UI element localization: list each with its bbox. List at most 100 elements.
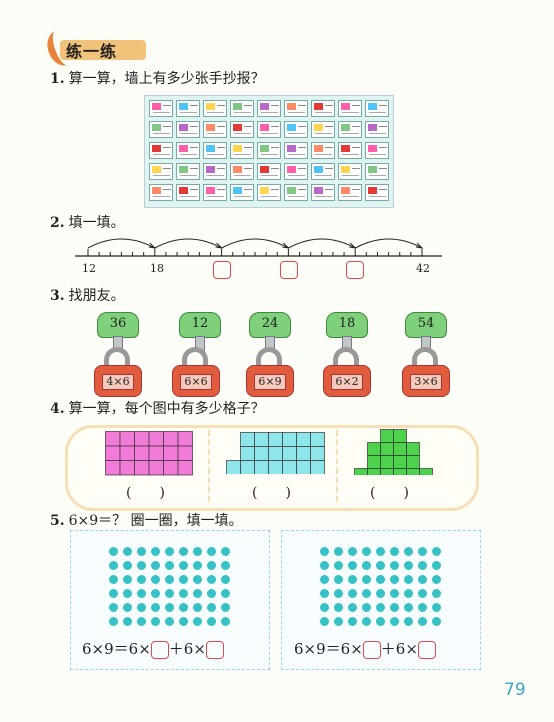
poster (203, 142, 227, 159)
dot (320, 617, 329, 626)
grid-cell (254, 460, 269, 474)
answer-paren[interactable]: ( ) (126, 485, 165, 501)
grid-cell (380, 468, 394, 475)
dot (432, 547, 441, 556)
grid-cell (148, 431, 164, 447)
dot (193, 547, 202, 556)
number-label-18: 18 (150, 262, 164, 275)
section-title: 练一练 (42, 26, 148, 70)
answer-box[interactable] (362, 641, 381, 659)
dot (334, 603, 343, 612)
divider (336, 430, 338, 502)
poster (230, 121, 254, 138)
dot (137, 561, 146, 570)
dot (165, 561, 174, 570)
question-1: 1.算一算，墙上有多少张手抄报？ (50, 68, 265, 88)
dot (362, 547, 371, 556)
poster (149, 184, 173, 201)
dot (376, 589, 385, 598)
grid-cell (134, 460, 150, 476)
grid-cell (240, 432, 255, 447)
grid-cell (406, 455, 420, 469)
dot (348, 575, 357, 584)
dot (151, 547, 160, 556)
dot (123, 547, 132, 556)
poster-wall (144, 95, 394, 208)
poster (311, 163, 335, 180)
grid-cell (282, 432, 297, 447)
page-number: 79 (504, 680, 526, 700)
question-2: 2.填一填。 (50, 212, 125, 232)
dot (137, 575, 146, 584)
dot (348, 547, 357, 556)
dot (334, 617, 343, 626)
grid-cell (268, 432, 283, 447)
key-value: 12 (191, 316, 209, 331)
dot (418, 561, 427, 570)
poster (338, 100, 362, 117)
answer-box[interactable] (205, 641, 224, 659)
poster (176, 163, 200, 180)
grid-cell (119, 445, 135, 461)
dot (432, 575, 441, 584)
poster (149, 142, 173, 159)
dot (404, 617, 413, 626)
dot (109, 589, 118, 598)
grid-cell (119, 431, 135, 447)
poster (230, 100, 254, 117)
dot (348, 561, 357, 570)
dot (362, 617, 371, 626)
dot (221, 575, 230, 584)
poster (230, 142, 254, 159)
grid-cell (282, 460, 297, 474)
dot (334, 561, 343, 570)
grid-cell (406, 442, 420, 456)
poster (365, 184, 389, 201)
dot (418, 603, 427, 612)
dot (207, 617, 216, 626)
poster (149, 163, 173, 180)
answer-box[interactable] (346, 261, 364, 279)
dot (123, 575, 132, 584)
poster (284, 121, 308, 138)
grid-cell (367, 455, 381, 469)
dot (193, 575, 202, 584)
dot (123, 617, 132, 626)
question-2-number: 2. (50, 215, 65, 231)
key-value: 54 (417, 316, 435, 331)
answer-paren[interactable]: ( ) (252, 485, 291, 501)
dot (165, 575, 174, 584)
answer-paren[interactable]: ( ) (370, 485, 409, 501)
dot (390, 561, 399, 570)
poster (311, 100, 335, 117)
answer-box[interactable] (213, 261, 231, 279)
dot (193, 603, 202, 612)
grid-cell (393, 468, 407, 475)
grid-cell (419, 468, 433, 475)
dot (418, 547, 427, 556)
grid-cell (310, 446, 325, 461)
answer-box[interactable] (280, 261, 298, 279)
grid-cell (393, 455, 407, 469)
key-value: 18 (338, 316, 356, 331)
dot (179, 603, 188, 612)
dot (362, 603, 371, 612)
grid-cell (296, 460, 311, 474)
dot (432, 589, 441, 598)
dot-panel-right (281, 530, 481, 670)
poster (257, 121, 281, 138)
cyan-grid (226, 432, 325, 474)
grid-cell (163, 431, 179, 447)
answer-box[interactable] (150, 641, 169, 659)
poster (284, 163, 308, 180)
poster (176, 121, 200, 138)
answer-box[interactable] (417, 641, 436, 659)
dot (221, 547, 230, 556)
poster (203, 100, 227, 117)
poster (311, 142, 335, 159)
grid-cell (240, 460, 255, 474)
dot (334, 575, 343, 584)
dot (390, 547, 399, 556)
dot (221, 617, 230, 626)
equation-text: ＋6× (168, 640, 206, 658)
